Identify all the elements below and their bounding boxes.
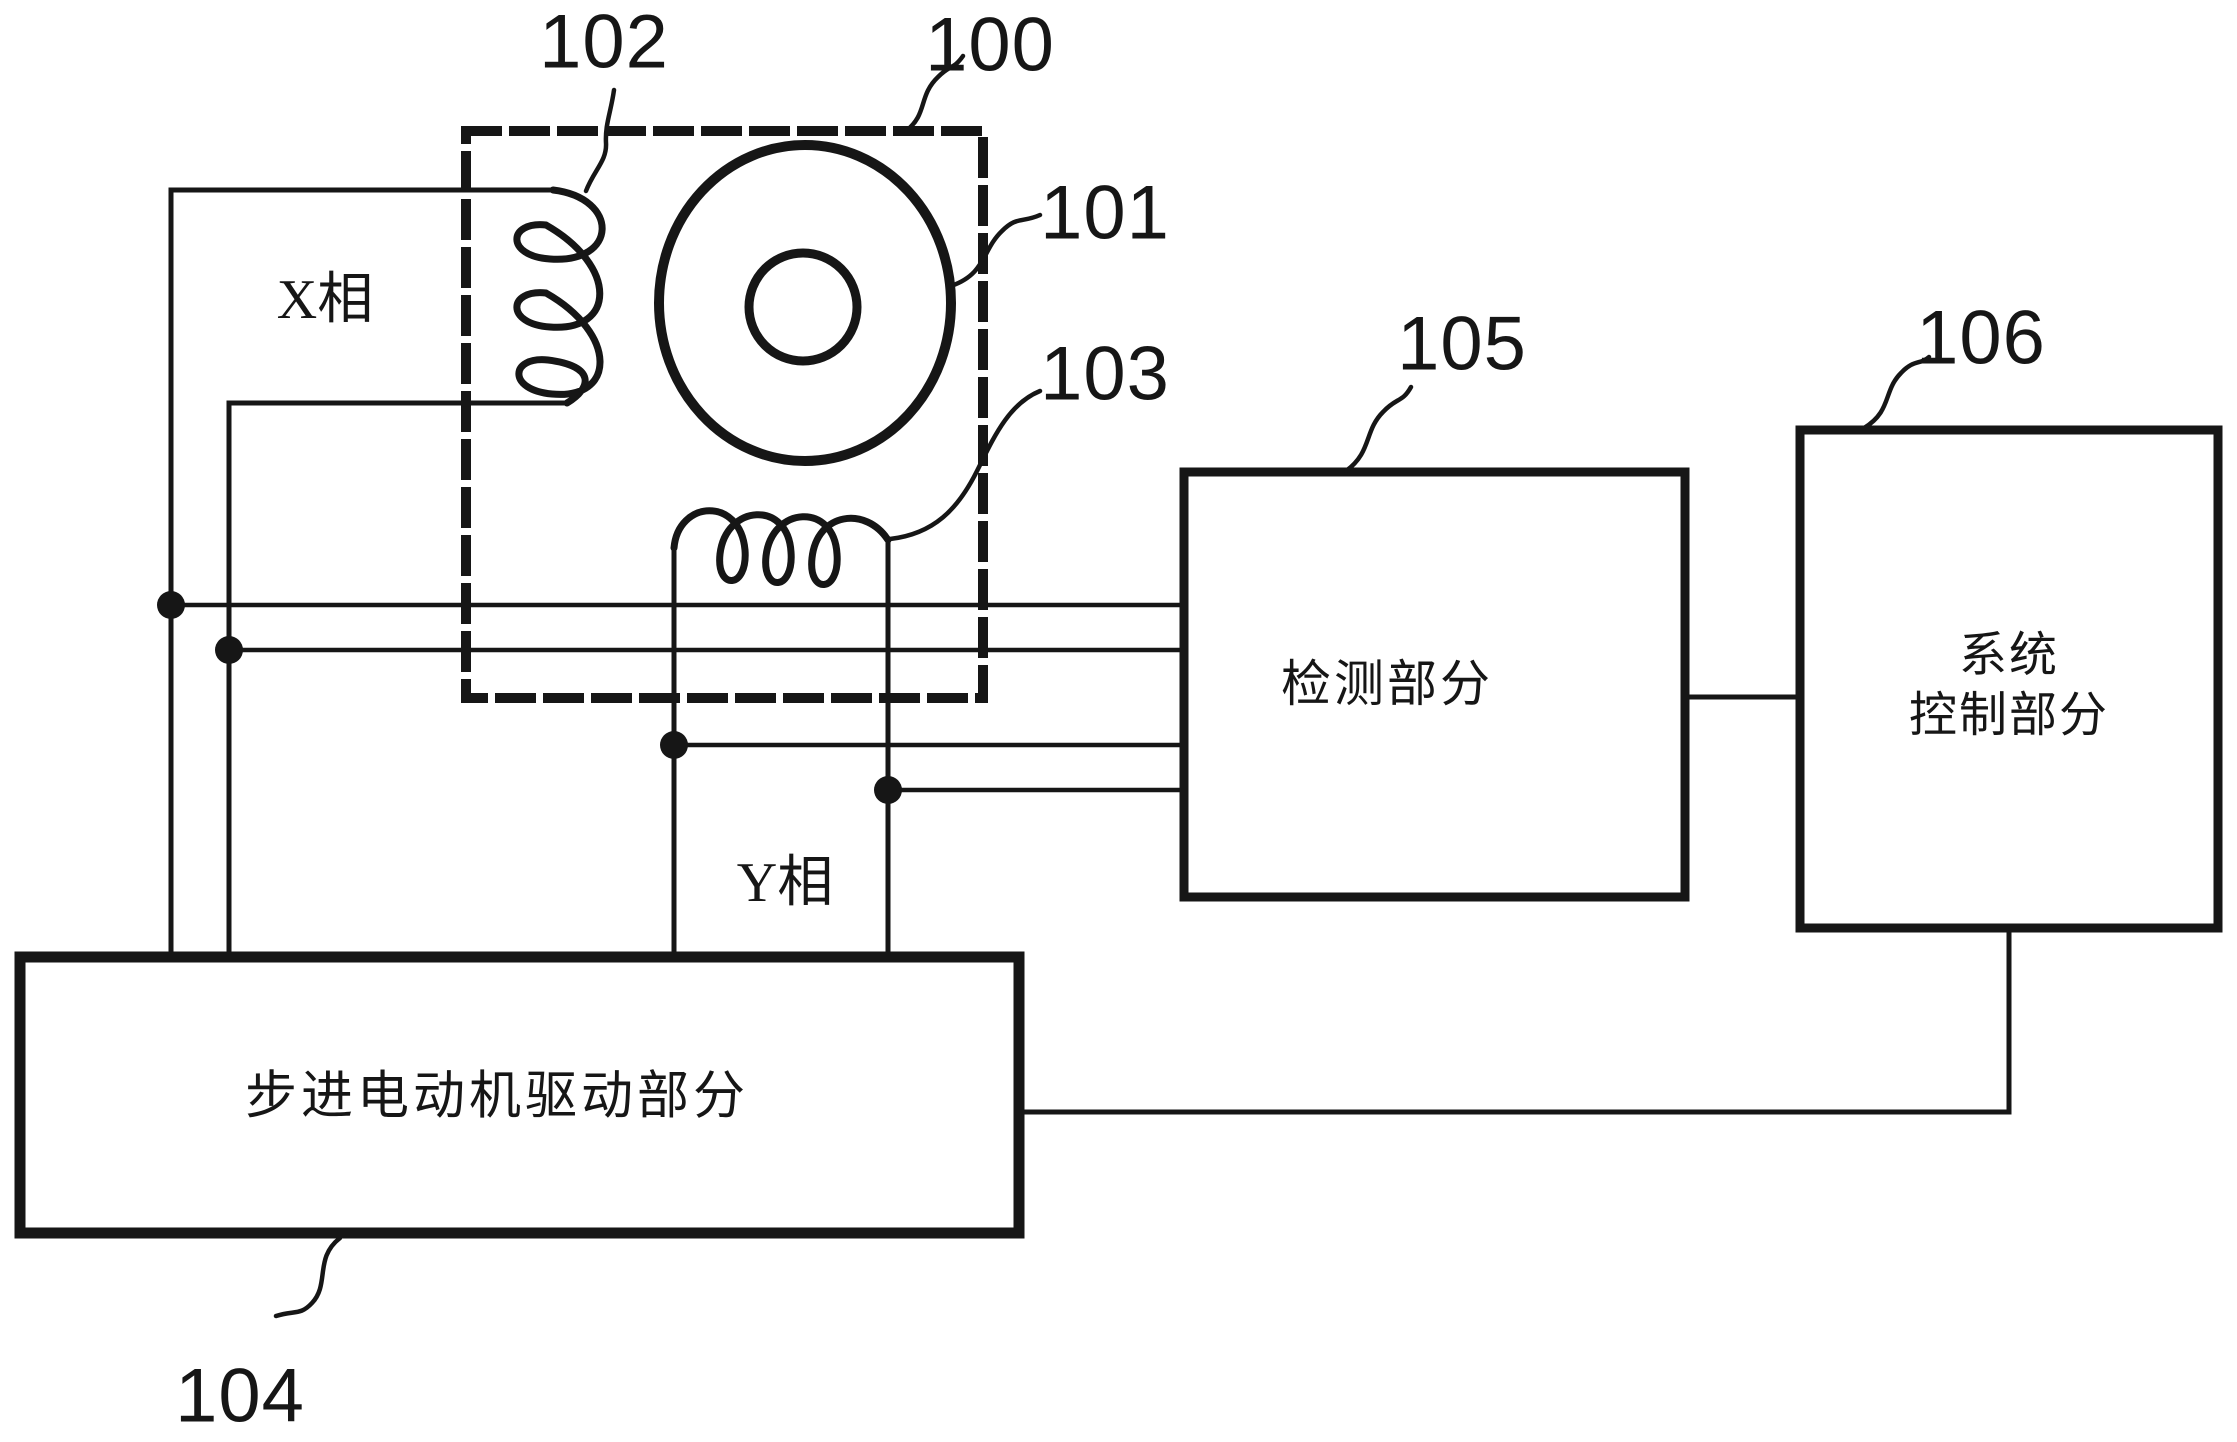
x-coil-bottom-wire-and-second-bus — [226, 400, 570, 960]
ref-label-100: 100 — [925, 2, 1055, 88]
detection-box-label: 检测部分 — [1281, 655, 1493, 712]
leader-100 — [903, 53, 966, 134]
y-phase-coil — [670, 507, 892, 588]
x-phase-label: X相 — [276, 269, 374, 331]
ref-label-103: 103 — [1040, 331, 1170, 417]
system-control-box — [1795, 425, 2223, 933]
ref-label-101: 101 — [1040, 170, 1170, 256]
system-control-label-line1: 系统 — [1958, 629, 2060, 682]
leader-102 — [583, 87, 617, 194]
junction-dot-y2 — [874, 776, 902, 804]
rotor-outer-circle — [654, 140, 956, 466]
ref-label-106: 106 — [1916, 295, 2046, 381]
driver-box-label: 步进电动机驱动部分 — [244, 1068, 750, 1126]
leader-101 — [948, 212, 1043, 289]
ref-label-102: 102 — [539, 0, 669, 85]
junction-dot-x1 — [157, 591, 185, 619]
leader-105 — [1343, 384, 1414, 474]
motor-unit-dashed-box — [461, 126, 988, 703]
ref-label-104: 104 — [175, 1353, 305, 1439]
ref-label-105: 105 — [1397, 301, 1527, 387]
x-phase-coil — [513, 186, 606, 407]
y-phase-label: Y相 — [736, 852, 834, 914]
leader-104 — [273, 1235, 343, 1319]
junction-dot-x2 — [215, 636, 243, 664]
control-to-driver-line — [1021, 925, 2012, 1115]
leader-106 — [1861, 354, 1932, 431]
system-control-label-line2: 控制部分 — [1908, 689, 2110, 742]
detection-box — [1179, 467, 1690, 902]
system-control-box-label: 系统 控制部分 — [1909, 626, 2109, 746]
rotor-inner-circle — [744, 248, 862, 366]
leader-103 — [887, 388, 1043, 542]
x-coil-top-wire-and-left-bus — [168, 187, 556, 960]
junction-dot-y1 — [660, 731, 688, 759]
driver-box — [14, 951, 1025, 1239]
